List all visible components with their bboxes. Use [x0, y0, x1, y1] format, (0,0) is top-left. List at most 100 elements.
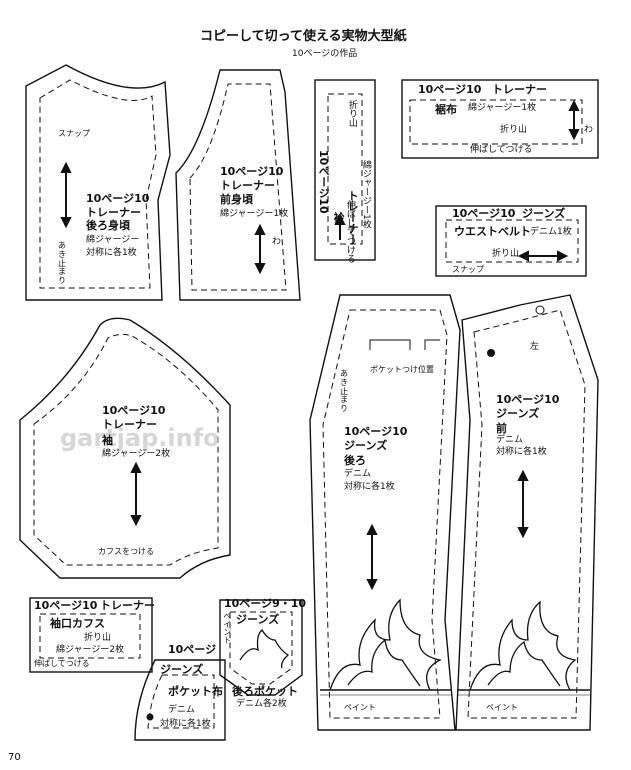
- waist-belt-jeans: ジーンズ: [522, 207, 566, 220]
- back-body-outline: [25, 64, 171, 301]
- back-body-fabric: 綿ジャージー: [86, 235, 140, 245]
- front-body-seam: [189, 83, 287, 291]
- hem-band-seam: [409, 99, 583, 145]
- page-subtitle: 10ページの作品: [292, 49, 358, 59]
- cuff-page: 10ページ10: [34, 599, 98, 612]
- neck-band-outline: [314, 79, 376, 261]
- sleeve-page: 10ページ10: [102, 404, 166, 417]
- cuff-fabric: 綿ジャージー2枚: [56, 645, 125, 655]
- pocket-position: ポケットつけ位置: [370, 365, 434, 374]
- cuff-outline: [29, 597, 153, 673]
- jeans-front-paint: ペイント: [486, 703, 518, 712]
- flame-pocket: [239, 629, 290, 669]
- waist-belt-fabric: デニム1枚: [530, 227, 572, 237]
- front-body-trainer: トレーナー: [220, 179, 275, 192]
- front-body-outline: [175, 69, 301, 301]
- hem-band-page: 10ページ10: [418, 83, 482, 96]
- jeans-back-outline: [309, 294, 461, 731]
- neck-band-fabric: 綿ジャージー1枚: [360, 160, 371, 229]
- sleeve-seam: [33, 333, 219, 566]
- back-body-seam: [39, 79, 157, 289]
- jeans-front-pair: 対称に各1枚: [496, 447, 547, 457]
- waist-belt-fold: 折り山: [492, 249, 520, 259]
- jeans-back-seam: [322, 309, 448, 719]
- cuff-name: 袖口カフス: [50, 617, 105, 630]
- jeans-back-pair: 対称に各1枚: [344, 482, 395, 492]
- neck-band-name: 衿: [332, 212, 346, 223]
- back-pocket-outline: [219, 599, 303, 696]
- front-body-fabric: 綿ジャージー1枚: [220, 209, 289, 219]
- back-body-opening: あき止まり: [58, 241, 66, 286]
- front-body-page: 10ページ10: [220, 165, 284, 178]
- front-pocket-pair: 対称に各1枚: [160, 719, 211, 729]
- sleeve-cuff-attach: カフスをつける: [98, 547, 154, 556]
- jeans-back-opening: あき止まり: [340, 369, 348, 414]
- back-pocket-paint: ペイント: [222, 612, 232, 644]
- back-body-pair: 対称に各1枚: [86, 248, 137, 258]
- fold-mark-hem: わ: [584, 125, 594, 135]
- cuff-trainer: トレーナー: [100, 599, 155, 612]
- jeans-front-outline: [455, 294, 599, 731]
- sleeve-name: 袖: [102, 434, 113, 447]
- hem-band-name: 裾布: [435, 103, 457, 116]
- snap-label: スナップ: [58, 129, 90, 138]
- neck-band-seam: [327, 93, 363, 245]
- flame-back-inner: [347, 638, 421, 687]
- jeans-back-denim: デニム: [344, 469, 372, 479]
- waist-belt-outline: [435, 205, 587, 277]
- neck-band-fold: 折り山: [346, 100, 357, 127]
- front-pocket-outline: [134, 659, 226, 741]
- fold-mark-front: わ: [272, 237, 282, 247]
- front-pocket-name: ポケット布: [168, 685, 223, 698]
- sleeve-outline: [19, 317, 231, 579]
- hem-band-stretch: 伸ばしてつける: [470, 145, 533, 155]
- front-pocket-seam: [147, 674, 215, 729]
- flame-front: [469, 600, 577, 691]
- front-pocket-jeans: ジーンズ: [160, 663, 204, 676]
- neck-band-page: 10ページ10: [317, 150, 331, 214]
- cuff-seam: [39, 613, 141, 659]
- flame-back: [329, 598, 442, 691]
- sleeve-fabric: 綿ジャージー2枚: [102, 449, 171, 459]
- back-pocket-fabric: デニム各2枚: [236, 699, 287, 709]
- back-pocket-name: 後ろポケット: [232, 685, 298, 698]
- watermark: gartjap.info: [60, 424, 220, 452]
- jeans-back-title: ジーンズ: [344, 439, 388, 452]
- back-pocket-page: 10ページ9・10: [224, 597, 307, 610]
- back-pocket-seam: [229, 611, 293, 685]
- front-pocket-page: 10ページ: [168, 643, 217, 656]
- hem-band-fabric: 綿ジャージー1枚: [468, 103, 537, 113]
- jeans-front-seam: [467, 309, 586, 719]
- jeans-front-title: ジーンズ: [496, 407, 540, 420]
- cuff-fold: 折り山: [84, 633, 112, 643]
- waist-belt-name: ウエストベルト: [454, 225, 531, 238]
- sleeve-trainer: トレーナー: [102, 418, 157, 431]
- page-number: 70: [8, 752, 21, 763]
- jeans-back-paint: ペイント: [344, 703, 376, 712]
- back-body-trainer: トレーナー: [86, 206, 141, 219]
- hem-band-outline: [401, 79, 599, 159]
- snap-dot-front: [487, 349, 495, 357]
- neck-band-trainer: トレーナー: [346, 190, 360, 245]
- front-pocket-denim: デニム: [168, 705, 196, 715]
- jeans-front-page: 10ページ10: [496, 393, 560, 406]
- neck-band-stretch: 伸ばしてつける: [344, 200, 355, 263]
- waist-belt-seam: [445, 219, 579, 263]
- jeans-front-left: 左: [530, 342, 540, 352]
- back-body-page: 10ページ10: [86, 192, 150, 205]
- cuff-stretch: 伸ばしてつける: [34, 659, 90, 668]
- jeans-front-denim: デニム: [496, 435, 524, 445]
- waist-belt-snap: スナップ: [452, 265, 484, 274]
- hem-band-trainer: トレーナー: [492, 83, 547, 96]
- front-body-name: 前身頃: [220, 193, 253, 206]
- page-title: コピーして切って使える実物大型紙: [200, 29, 407, 44]
- waist-belt-page: 10ページ10: [452, 207, 516, 220]
- jeans-back-page: 10ページ10: [344, 425, 408, 438]
- jeans-back-name: 後ろ: [344, 454, 366, 467]
- back-body-name: 後ろ身頃: [86, 219, 130, 232]
- jeans-front-name: 前: [496, 422, 507, 435]
- back-pocket-jeans: ジーンズ: [236, 613, 280, 626]
- flame-front-inner: [487, 640, 561, 687]
- snap-dot-pocket: [146, 713, 154, 721]
